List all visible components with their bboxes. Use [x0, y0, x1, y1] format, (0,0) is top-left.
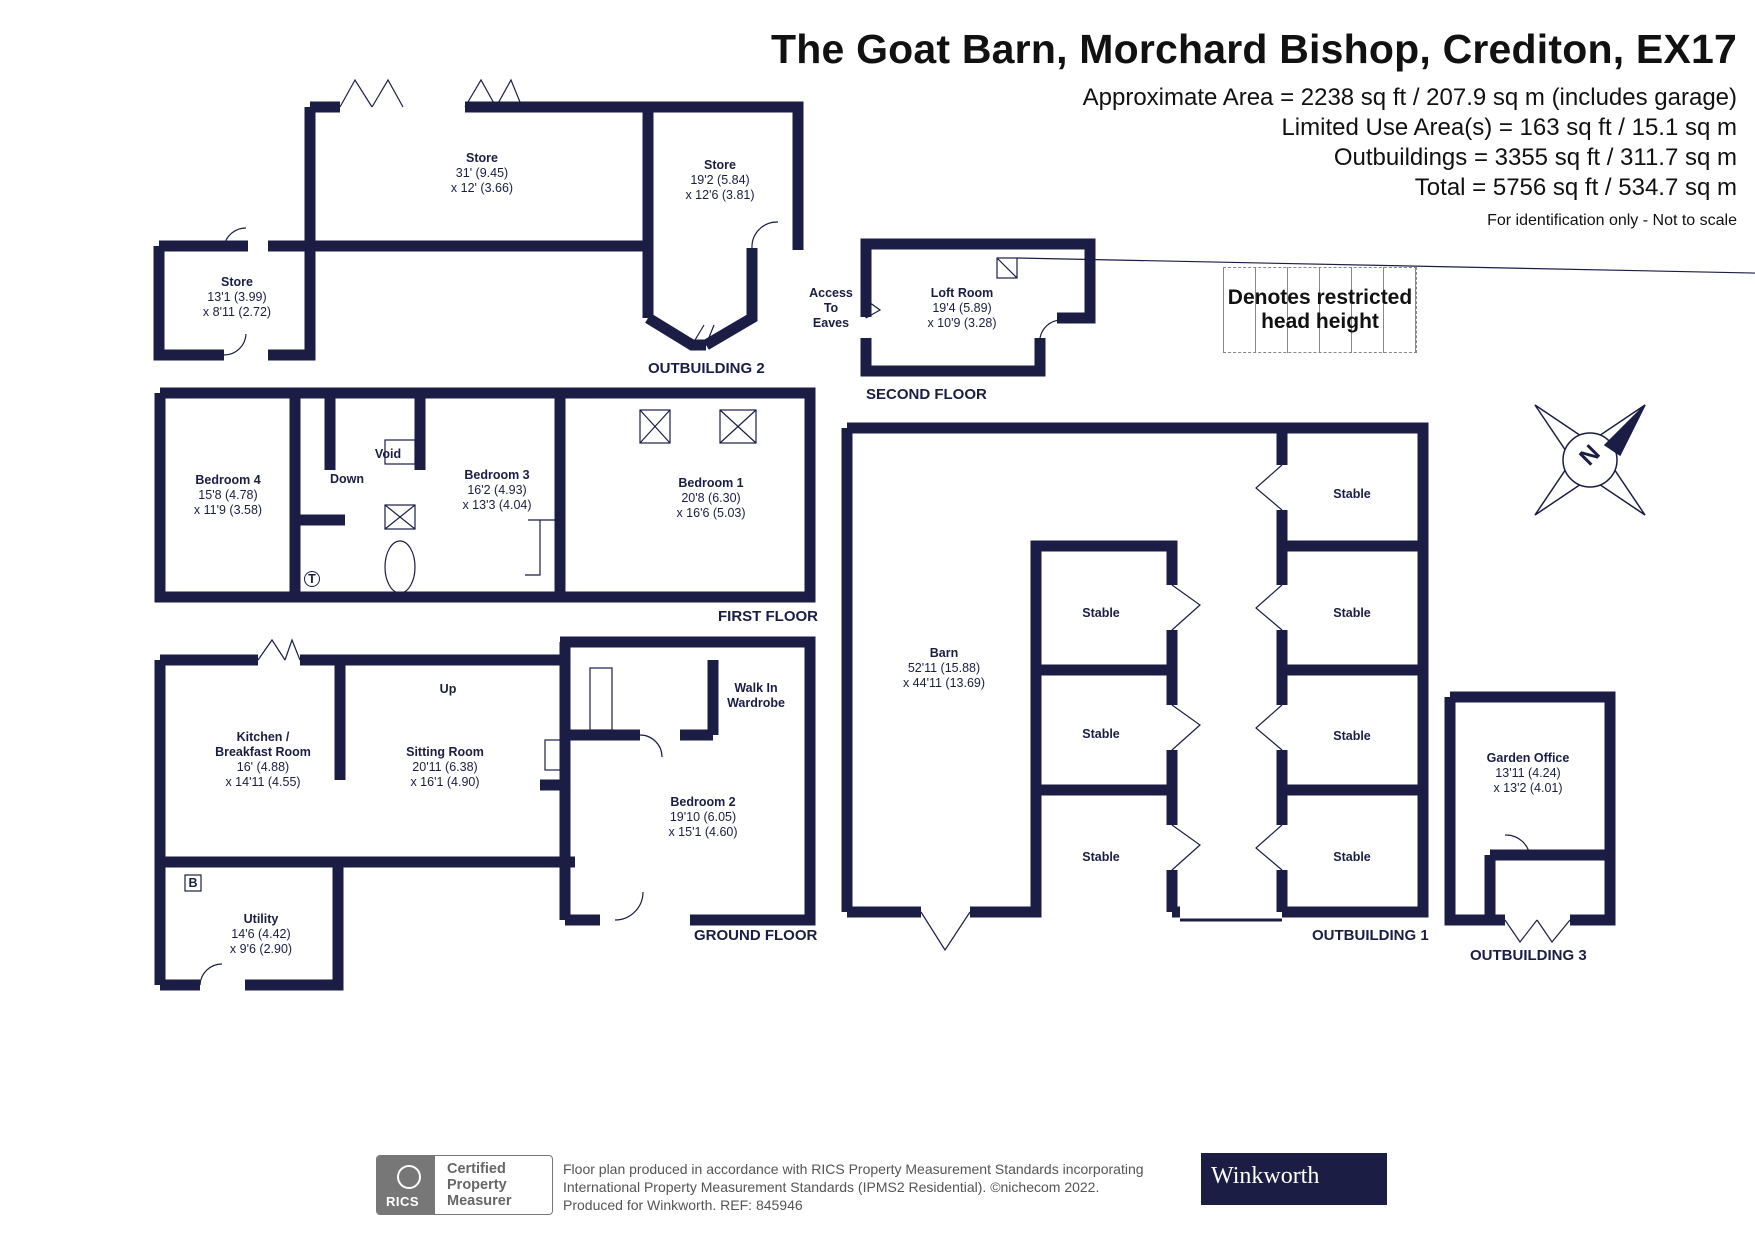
room-label-stable: Stable: [1082, 606, 1120, 620]
outbuilding-2: [153, 101, 804, 361]
footer-disclaimer: Floor plan produced in accordance with R…: [563, 1161, 1144, 1213]
ground-floor: [154, 636, 816, 991]
compass-icon: [1534, 404, 1646, 516]
floor-label-ground: GROUND FLOOR: [694, 927, 818, 944]
floor-label-second: SECOND FLOOR: [866, 386, 987, 403]
area-line: Total = 5756 sq ft / 534.7 sq m: [1414, 174, 1737, 201]
floor-label-first: FIRST FLOOR: [718, 608, 818, 625]
outbuilding-3: [1444, 691, 1616, 926]
area-line: Approximate Area = 2238 sq ft / 207.9 sq…: [1082, 84, 1737, 111]
label-boiler: B: [188, 876, 198, 890]
scale-note: For identification only - Not to scale: [1487, 212, 1737, 229]
outbuilding-1: [841, 422, 1429, 922]
area-line: Limited Use Area(s) = 163 sq ft / 15.1 s…: [1281, 114, 1737, 141]
floor-label-outbuilding-1: OUTBUILDING 1: [1312, 927, 1429, 944]
area-summary: Approximate Area = 2238 sq ft / 207.9 sq…: [1083, 83, 1737, 203]
page-title: The Goat Barn, Morchard Bishop, Crediton…: [771, 26, 1737, 72]
room-label-stable: Stable: [1082, 727, 1120, 741]
floor-label-outbuilding-3: OUTBUILDING 3: [1470, 947, 1587, 964]
winkworth-logo: Winkworth: [1201, 1153, 1387, 1205]
label-up: Up: [439, 682, 457, 696]
label-void: Void: [374, 447, 402, 461]
restricted-height-legend: Denotes restricted head height: [1223, 267, 1417, 353]
first-floor: [154, 387, 816, 603]
area-line: Outbuildings = 3355 sq ft / 311.7 sq m: [1333, 144, 1737, 171]
label-down: Down: [329, 472, 365, 486]
room-label-stable: Stable: [1333, 850, 1371, 864]
legend-text: Denotes restricted head height: [1227, 286, 1413, 333]
room-label-stable: Stable: [1082, 850, 1120, 864]
room-label-stable: Stable: [1333, 487, 1371, 501]
rics-certified-text: Certified Property Measurer: [447, 1161, 512, 1209]
rics-certified-badge: RICS Certified Property Measurer: [376, 1155, 553, 1215]
room-label-stable: Stable: [1333, 606, 1371, 620]
label-tank: T: [304, 571, 320, 587]
floor-label-outbuilding-2: OUTBUILDING 2: [648, 360, 765, 377]
room-label-stable: Stable: [1333, 729, 1371, 743]
second-floor-loft: [860, 238, 1096, 377]
rics-logo-icon: RICS: [377, 1156, 435, 1214]
